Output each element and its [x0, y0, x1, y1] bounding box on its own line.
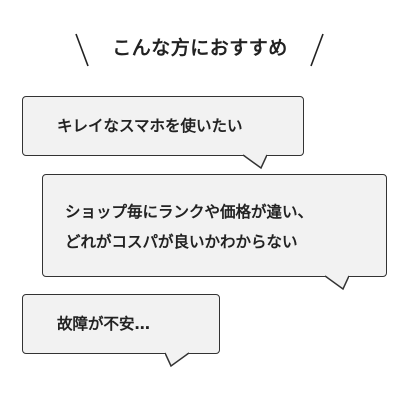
speech-bubble-3: 故障が不安…: [22, 294, 220, 368]
bubble-text: ショップ毎にランクや価格が違い、 どれがコスパが良いかわからない: [65, 197, 313, 257]
bubble-line: キレイなスマホを使いたい: [57, 117, 243, 135]
bubble-tail: [165, 352, 189, 368]
bubble-tail: [243, 154, 267, 170]
section-title: こんな方におすすめ: [112, 37, 288, 59]
slash-right-decoration: [310, 33, 324, 67]
speech-bubble-2: ショップ毎にランクや価格が違い、 どれがコスパが良いかわからない: [42, 174, 387, 291]
bubble-line: 故障が不安…: [57, 315, 151, 333]
bubble-text: キレイなスマホを使いたい: [57, 111, 243, 141]
bubble-text: 故障が不安…: [57, 309, 150, 339]
section-heading: こんな方におすすめ: [0, 28, 400, 72]
bubble-tail: [325, 275, 349, 291]
bubble-line: どれがコスパが良いかわからない: [65, 233, 298, 251]
bubble-line: ショップ毎にランクや価格が違い、: [65, 203, 314, 221]
slash-left-decoration: [75, 33, 89, 67]
speech-bubble-1: キレイなスマホを使いたい: [22, 96, 304, 170]
